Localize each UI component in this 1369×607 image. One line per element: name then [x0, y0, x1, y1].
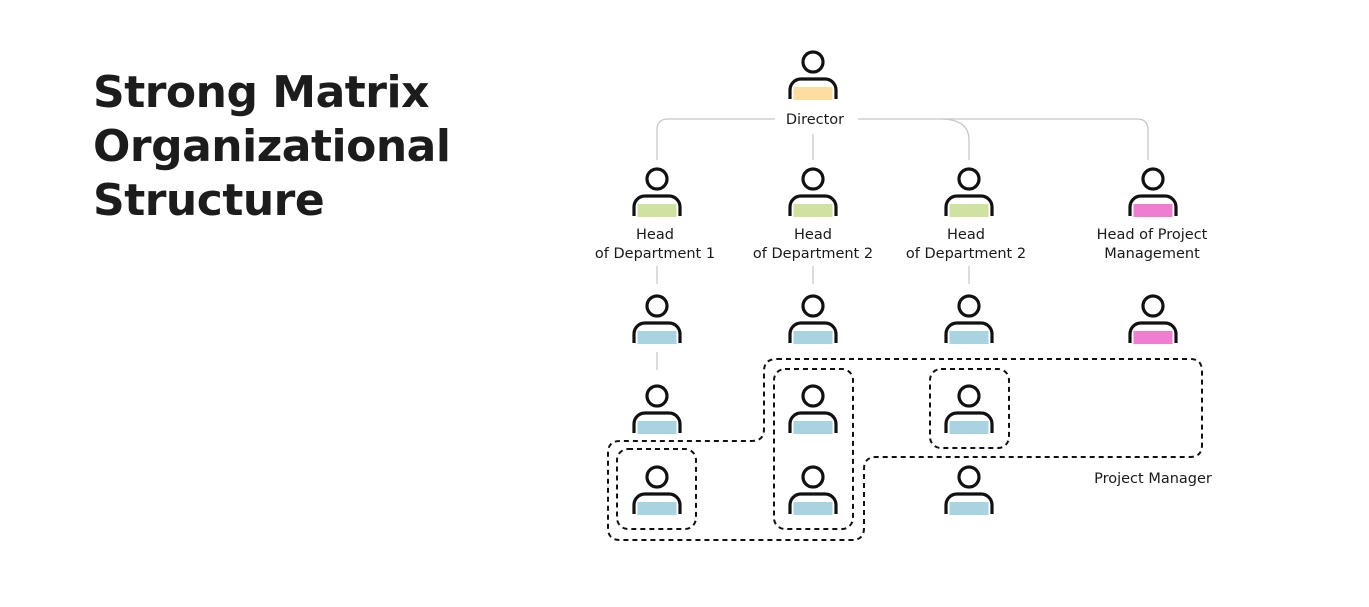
staff-person-icon	[632, 384, 682, 434]
director-connector-dept3	[939, 118, 970, 160]
head-dept-2-label-line1: Head	[794, 227, 832, 243]
page-title: Strong Matrix Organizational Structure	[93, 66, 451, 228]
head-dept-2-label-line2: of Department 2	[753, 246, 873, 262]
staff-person-icon	[788, 465, 838, 515]
head-dept-1-person-icon	[632, 167, 682, 217]
staff-person-icon	[788, 384, 838, 434]
project-subgroup-2	[773, 368, 854, 530]
director-connector-left	[656, 118, 775, 160]
head-dept-3-person-icon	[944, 167, 994, 217]
people	[632, 50, 1178, 515]
director-body	[793, 87, 833, 100]
project-subgroup-3	[929, 368, 1010, 449]
project-manager-label: Project Manager	[1094, 471, 1212, 487]
title-line-1: Strong Matrix	[93, 67, 429, 118]
head-dept-1-label-line2: of Department 1	[595, 246, 715, 262]
head-dept-3-label-line1: Head	[947, 227, 985, 243]
project-staff-person-icon	[1128, 294, 1178, 344]
staff-person-icon	[632, 294, 682, 344]
head-dept-1-label-line1: Head	[636, 227, 674, 243]
project-groups	[607, 358, 1203, 541]
head-dept-2-person-icon	[788, 167, 838, 217]
staff-person-icon	[944, 465, 994, 515]
director-connector-right	[858, 118, 1149, 160]
staff-person-icon	[632, 465, 682, 515]
head-project-management-label-line2: Management	[1104, 246, 1200, 262]
staff-person-icon	[944, 294, 994, 344]
labels: Director Head of Department 1 Head of De…	[595, 112, 1212, 487]
head-dept-3-label-line2: of Department 2	[906, 246, 1026, 262]
connector-lines	[656, 118, 1149, 370]
title-line-3: Structure	[93, 175, 325, 226]
staff-person-icon	[944, 384, 994, 434]
project-team-outline	[607, 358, 1203, 541]
director-label: Director	[786, 112, 844, 128]
staff-person-icon	[788, 294, 838, 344]
title-line-2: Organizational	[93, 121, 451, 172]
project-subgroup-1	[616, 448, 697, 530]
director-person-icon	[788, 50, 838, 100]
head-project-management-label-line1: Head of Project	[1097, 227, 1208, 243]
head-project-management-person-icon	[1128, 167, 1178, 217]
